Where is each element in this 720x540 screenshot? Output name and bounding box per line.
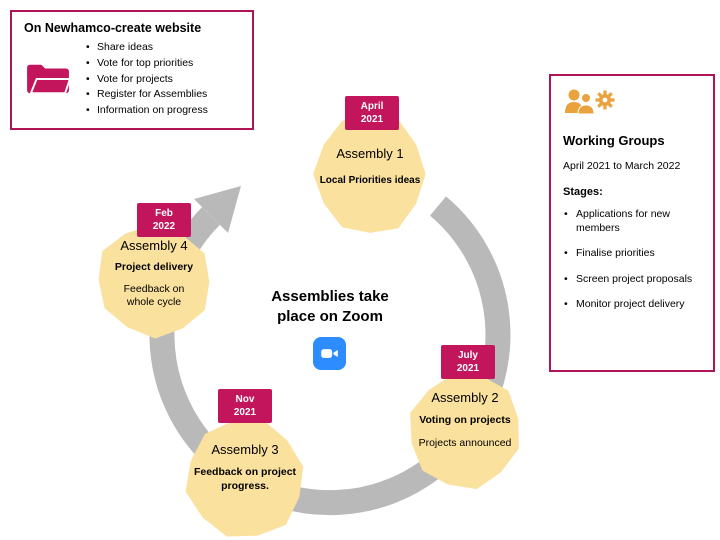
website-feature-item: Vote for top priorities — [84, 56, 208, 72]
stage-item: Screen project proposals — [563, 272, 698, 286]
assembly-4-title: Assembly 4 — [120, 238, 188, 253]
working-groups-title: Working Groups — [563, 133, 665, 148]
badge-month: Nov — [235, 394, 255, 405]
assembly-2-subtitle: Voting on projects — [419, 414, 511, 426]
center-caption-line1: Assemblies take — [271, 288, 389, 305]
assembly-3-node: Assembly 3 Feedback on project progress. — [183, 416, 307, 540]
stages-label: Stages: — [563, 186, 603, 198]
assembly-1-date-badge: April 2021 — [345, 96, 399, 130]
center-caption: Assemblies take place on Zoom — [235, 287, 425, 328]
assembly-1-title: Assembly 1 — [336, 146, 404, 161]
assembly-3-title: Assembly 3 — [211, 442, 279, 457]
working-groups-period: April 2021 to March 2022 — [563, 160, 681, 172]
website-info-box: On Newhamco-create website Share ideas V… — [10, 10, 254, 130]
assembly-2-date-badge: July 2021 — [441, 345, 495, 379]
assembly-4-date-badge: Feb 2022 — [137, 203, 191, 237]
assembly-2-note: Projects announced — [418, 436, 512, 449]
zoom-video-icon — [313, 337, 346, 370]
website-feature-item: Information on progress — [84, 103, 208, 119]
badge-month: July — [457, 350, 478, 361]
working-groups-box: Working Groups April 2021 to March 2022 … — [549, 74, 715, 372]
assembly-4-subtitle: Project delivery — [114, 261, 194, 273]
website-feature-item: Share ideas — [84, 40, 208, 56]
assembly-1-subtitle: Local Priorities ideas — [319, 175, 421, 186]
arrowhead — [194, 186, 241, 233]
assembly-2-title: Assembly 2 — [431, 390, 499, 405]
stages-list: Applications for new members Finalise pr… — [563, 207, 701, 311]
stage-item: Monitor project delivery — [563, 297, 698, 311]
badge-year: 2021 — [456, 363, 480, 374]
website-feature-item: Register for Assemblies — [84, 87, 208, 103]
stage-item: Finalise priorities — [563, 246, 698, 260]
website-feature-item: Vote for projects — [84, 72, 208, 88]
badge-year: 2021 — [360, 114, 384, 125]
assembly-4-note: Feedback on whole cycle — [123, 282, 185, 309]
assembly-3-subtitle: Feedback on project progress. — [193, 466, 297, 492]
badge-month: April — [360, 101, 384, 112]
badge-month: Feb — [155, 208, 173, 219]
assembly-4-node: Assembly 4 Project delivery Feedback on … — [93, 223, 215, 339]
badge-year: 2021 — [233, 407, 257, 418]
assembly-3-date-badge: Nov 2021 — [218, 389, 272, 423]
badge-year: 2022 — [152, 221, 176, 232]
folder-icon — [24, 60, 72, 98]
center-caption-line2: place on Zoom — [277, 308, 383, 326]
website-feature-list: Share ideas Vote for top priorities Vote… — [84, 40, 208, 119]
website-box-title: On Newhamco-create website — [24, 21, 202, 35]
assembly-1-node: Assembly 1 Local Priorities ideas — [312, 110, 428, 238]
stage-item: Applications for new members — [563, 207, 698, 235]
assembly-2-node: Assembly 2 Voting on projects Projects a… — [406, 370, 524, 492]
people-gear-icon — [563, 87, 617, 121]
